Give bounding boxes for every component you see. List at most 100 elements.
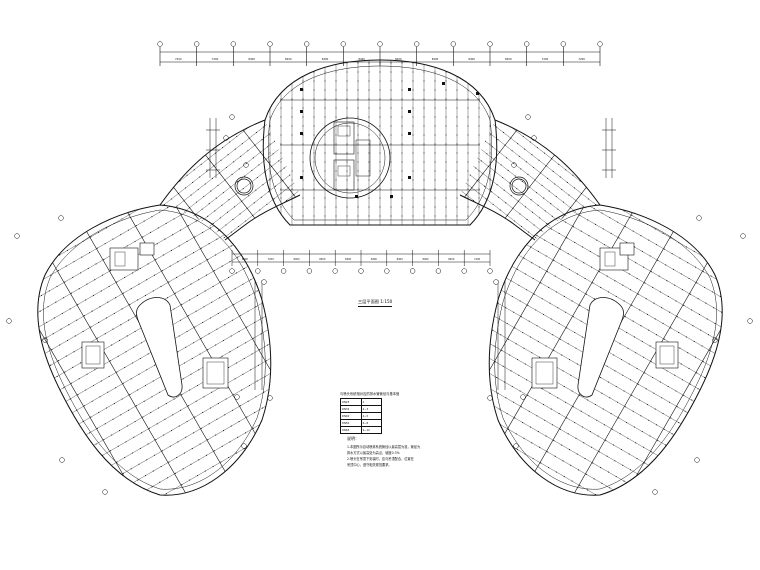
sprinkler-head (199, 173, 200, 174)
sprinkler-head (562, 370, 564, 372)
sprinkler-head (379, 152, 381, 154)
sprinkler-head (513, 311, 515, 313)
sprinkler-head (648, 239, 650, 241)
sprinkler-head (194, 416, 196, 418)
sprinkler-head (489, 215, 491, 217)
sprinkler-head (202, 142, 203, 143)
sprinkler-head (436, 160, 437, 161)
sprinkler-head (162, 216, 164, 218)
sprinkler-head (189, 149, 191, 151)
sprinkler-head (202, 412, 204, 414)
sprinkler-head (346, 374, 347, 375)
axis-bubble (461, 268, 467, 274)
sprinkler-head (670, 417, 672, 419)
sprinkler-head (453, 196, 454, 197)
sprinkler-head (280, 89, 282, 91)
sprinkler-head (547, 235, 549, 237)
sprinkler-head (575, 347, 577, 349)
sprinkler-head (508, 67, 509, 68)
sprinkler-head (675, 210, 677, 212)
sprinkler-branch-pipe (489, 388, 681, 496)
sprinkler-head (497, 242, 498, 243)
sprinkler-head (302, 215, 304, 217)
sprinkler-head (258, 233, 259, 234)
sprinkler-head (482, 474, 483, 475)
sprinkler-head (59, 434, 61, 436)
sprinkler-head (88, 178, 89, 179)
sprinkler-head (126, 335, 128, 337)
sprinkler-head (72, 456, 74, 459)
sprinkler-head (108, 196, 109, 197)
sprinkler-head (429, 458, 430, 459)
sprinkler-head (467, 143, 469, 145)
sprinkler-head (196, 143, 198, 146)
sprinkler-head (40, 205, 43, 206)
sprinkler-head (52, 333, 54, 335)
sprinkler-head (280, 224, 282, 225)
sprinkler-head (725, 359, 726, 360)
sprinkler-head (511, 116, 512, 117)
sprinkler-head (466, 149, 468, 151)
sprinkler-head (97, 518, 98, 519)
sprinkler-head (379, 233, 380, 234)
sprinkler-head (237, 123, 239, 125)
axis-bubble (487, 268, 493, 274)
sprinkler-head (552, 113, 553, 114)
sprinkler-head (515, 343, 517, 345)
sprinkler-head (187, 225, 189, 227)
sprinkler-head (306, 412, 307, 413)
sprinkler-head (610, 503, 611, 504)
sprinkler-head (558, 106, 559, 107)
sprinkler-head (456, 161, 458, 163)
sprinkler-head (487, 447, 488, 448)
sprinkler-head (257, 274, 260, 276)
sprinkler-head (265, 270, 267, 272)
sprinkler-head (280, 233, 281, 234)
sprinkler-head (39, 310, 41, 312)
sprinkler-head (257, 120, 259, 121)
sprinkler-head (335, 143, 337, 145)
sprinkler-head (619, 188, 620, 189)
dimension-text: 8400 (319, 258, 326, 261)
sprinkler-head (433, 192, 434, 193)
sprinkler-head (438, 298, 439, 299)
sprinkler-head (412, 188, 414, 190)
sprinkler-head (24, 320, 25, 321)
sprinkler-head (478, 62, 480, 64)
sprinkler-head (748, 372, 749, 373)
sprinkler-head (574, 422, 576, 424)
sprinkler-head (261, 317, 263, 319)
sprinkler-head (123, 167, 124, 168)
sprinkler-head (539, 217, 541, 219)
sprinkler-head (125, 441, 127, 443)
sprinkler-head (537, 340, 539, 343)
sprinkler-head (750, 388, 751, 389)
sprinkler-head (656, 514, 657, 515)
sprinkler-head (637, 383, 639, 385)
sprinkler-head (539, 177, 540, 178)
sprinkler-head (354, 369, 355, 370)
sprinkler-head (555, 291, 558, 293)
sprinkler-head (368, 80, 370, 82)
sprinkler-head (149, 170, 150, 171)
sprinkler-head (726, 375, 727, 376)
sprinkler-head (228, 457, 230, 459)
sprinkler-head (258, 242, 259, 243)
sprinkler-head (478, 224, 480, 225)
sprinkler-head (479, 352, 480, 353)
sprinkler-head (623, 300, 625, 302)
sprinkler-head (296, 169, 298, 171)
sprinkler-head (423, 107, 425, 109)
sprinkler-head (238, 421, 240, 423)
sprinkler-head (309, 171, 310, 172)
sprinkler-head (346, 215, 348, 217)
sprinkler-head (210, 248, 211, 249)
sprinkler-head (618, 237, 620, 239)
sprinkler-head (221, 265, 223, 267)
sprinkler-head (529, 501, 530, 502)
sprinkler-head (416, 391, 417, 392)
sprinkler-head (305, 428, 306, 429)
sprinkler-head (551, 499, 552, 500)
sprinkler-head (729, 226, 730, 227)
sprinkler-head (324, 98, 326, 100)
